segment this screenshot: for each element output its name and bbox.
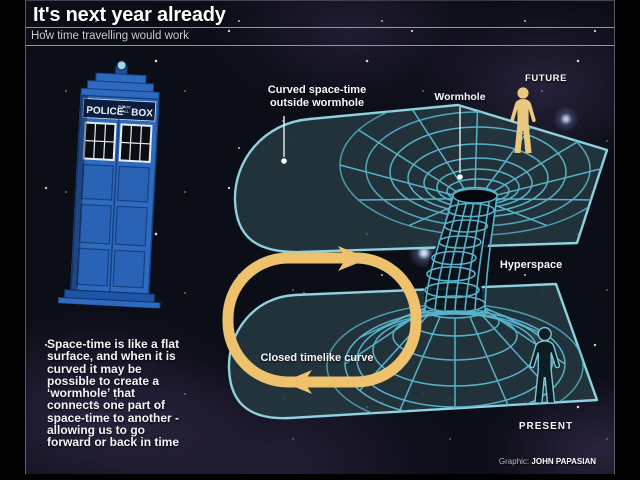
graphic-credit: Graphic: JOHN PAPASIAN: [499, 457, 596, 466]
tardis-sign-police: POLICE: [86, 105, 124, 118]
label-closed-timelike-curve: Closed timelike curve: [260, 352, 374, 364]
page-title: It's next year already: [33, 4, 226, 26]
explanatory-paragraph: Space-time is like a flat surface, and w…: [47, 337, 180, 450]
label-hyperspace: Hyperspace: [499, 259, 563, 271]
letterbox-left: [0, 0, 25, 480]
credit-prefix: Graphic:: [498, 457, 530, 466]
label-wormhole: Wormhole: [434, 91, 486, 103]
tardis-police-box: POLICE PUBLIC CALL BOX: [57, 60, 161, 310]
tardis-door-panels: [76, 163, 150, 289]
credit-name: JOHN PAPASIAN: [531, 457, 596, 466]
letterbox-right: [615, 0, 640, 480]
page-subtitle: How time travelling would work: [31, 30, 189, 42]
letterbox-bottom: [0, 474, 640, 480]
tardis-sign-public: PUBLIC: [118, 105, 131, 110]
tardis-windows: [82, 121, 153, 163]
header-divider-top: [26, 27, 614, 28]
tardis-sign-call: CALL: [120, 109, 129, 113]
label-present: PRESENT: [518, 421, 574, 432]
label-future: FUTURE: [524, 73, 568, 84]
tardis-sign-box: BOX: [131, 107, 154, 119]
label-curved-spacetime: Curved space-time outside wormhole: [267, 84, 367, 109]
tardis-lamp: [116, 60, 127, 71]
header-divider-bottom: [26, 45, 614, 46]
